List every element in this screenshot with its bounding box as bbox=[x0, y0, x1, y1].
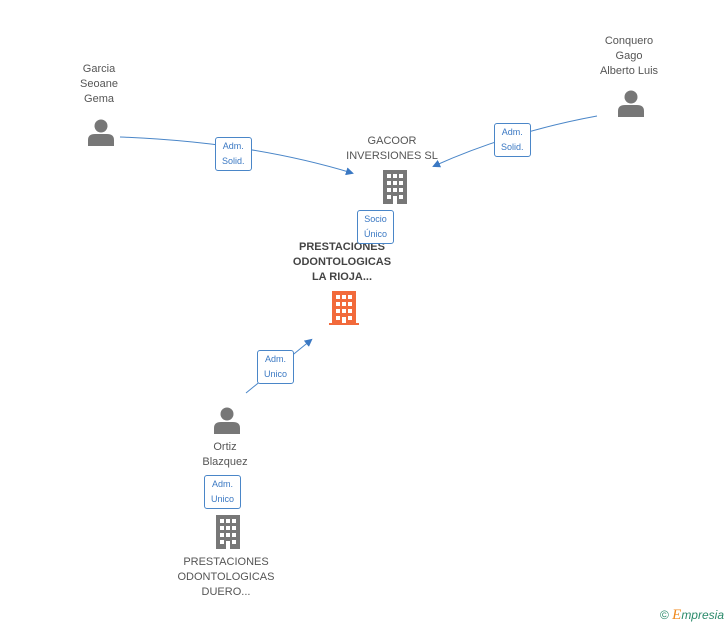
building-icon[interactable] bbox=[214, 515, 242, 549]
duero-line2: ODONTOLOGICAS bbox=[177, 571, 275, 583]
ortiz-line2: Blazquez bbox=[202, 456, 248, 468]
person-label-ortiz[interactable]: Ortiz Blazquez bbox=[190, 440, 260, 470]
main-line2: ODONTOLOGICAS bbox=[292, 256, 392, 268]
edge-label-line1: Adm. bbox=[265, 354, 287, 364]
main-line3: LA RIOJA... bbox=[311, 271, 373, 283]
edge-label-line2: Solid. bbox=[501, 142, 524, 152]
edge-label-line1: Adm. bbox=[222, 141, 244, 151]
duero-line3: DUERO... bbox=[201, 586, 251, 598]
company-label-gacoor[interactable]: GACOOR INVERSIONES SL bbox=[342, 134, 442, 164]
gacoor-line1: GACOOR bbox=[367, 135, 417, 147]
edge-label-line1: Adm. bbox=[212, 479, 234, 489]
duero-line1: PRESTACIONES bbox=[183, 556, 269, 568]
main-building-icon[interactable] bbox=[329, 291, 359, 325]
brand-initial: E bbox=[672, 607, 682, 623]
person-icon[interactable] bbox=[617, 89, 645, 117]
edge-label-ortiz-duero[interactable]: Adm. Unico bbox=[204, 475, 242, 509]
edge-label-garcia-gacoor[interactable]: Adm. Solid. bbox=[215, 137, 252, 171]
empresia-logo[interactable]: © Empresia bbox=[660, 607, 724, 624]
ortiz-line1: Ortiz bbox=[213, 441, 237, 453]
gacoor-line2: INVERSIONES SL bbox=[346, 150, 438, 162]
edge-label-line2: Solid. bbox=[222, 156, 245, 166]
person-icon[interactable] bbox=[87, 118, 115, 146]
person-label-garcia[interactable]: Garcia Seoane Gema bbox=[70, 62, 128, 107]
copyright-symbol: © bbox=[659, 608, 669, 622]
edge-label-line1: Adm. bbox=[501, 127, 523, 137]
conquero-line3: Alberto Luis bbox=[599, 65, 659, 77]
conquero-line1: Conquero bbox=[604, 35, 654, 47]
person-icon[interactable] bbox=[213, 406, 241, 434]
edge-label-line1: Socio bbox=[364, 214, 387, 224]
main-company-label[interactable]: PRESTACIONES ODONTOLOGICAS LA RIOJA... bbox=[282, 240, 402, 285]
garcia-line1: Garcia bbox=[82, 63, 116, 75]
person-label-conquero[interactable]: Conquero Gago Alberto Luis bbox=[594, 34, 664, 79]
brand-rest: mpresia bbox=[681, 608, 724, 622]
edge-label-line2: Unico bbox=[211, 494, 235, 504]
main-line1: PRESTACIONES bbox=[299, 241, 385, 253]
edge-label-conquero-gacoor[interactable]: Adm. Solid. bbox=[494, 123, 531, 157]
edge-label-line2: Único bbox=[364, 229, 388, 239]
company-label-duero[interactable]: PRESTACIONES ODONTOLOGICAS DUERO... bbox=[176, 555, 276, 600]
garcia-line3: Gema bbox=[84, 93, 114, 105]
edge-label-ortiz-main[interactable]: Adm. Unico bbox=[257, 350, 295, 384]
edge-label-gacoor-main[interactable]: Socio Único bbox=[357, 210, 395, 244]
conquero-line2: Gago bbox=[615, 50, 643, 62]
edge-label-line2: Unico bbox=[264, 369, 288, 379]
building-icon[interactable] bbox=[381, 170, 409, 204]
garcia-line2: Seoane bbox=[80, 78, 118, 90]
